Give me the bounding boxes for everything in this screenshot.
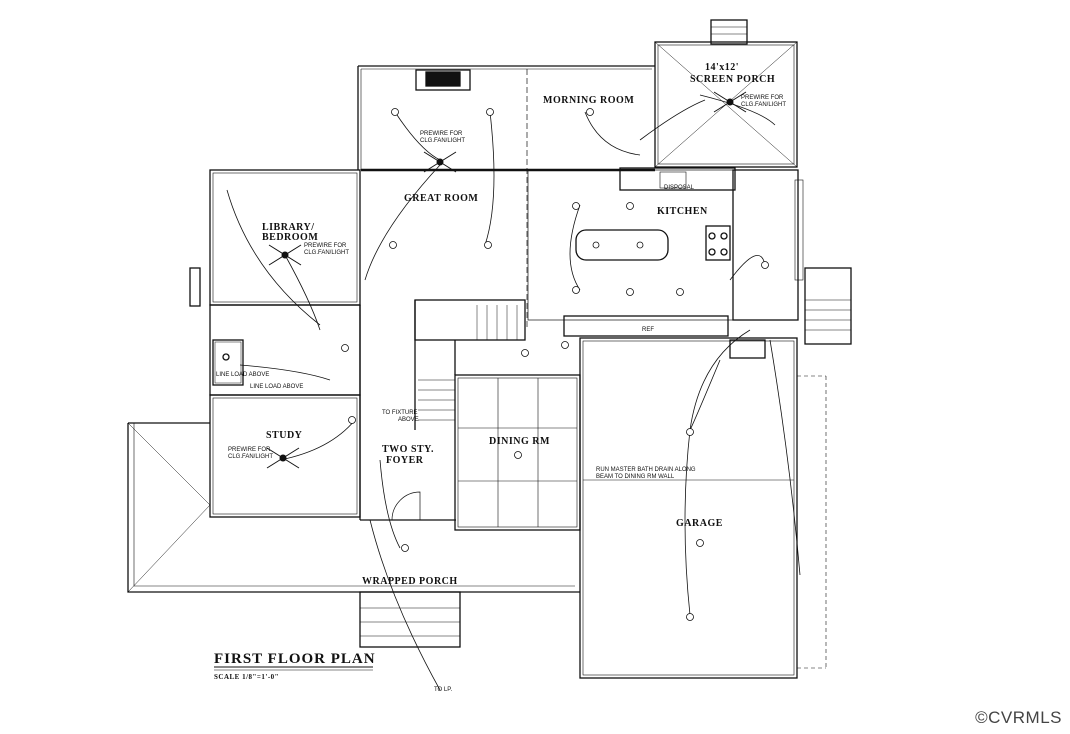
garage-label: GARAGE xyxy=(676,518,723,529)
ref-note: REF xyxy=(642,327,654,333)
dining-room-label: DINING RM xyxy=(489,436,550,447)
screen-porch-walls xyxy=(654,19,798,168)
morning-room-label: MORNING ROOM xyxy=(543,95,635,106)
porch-prewire-note-2: CLG.FAN/LIGHT xyxy=(741,102,787,108)
great-room-label: GREAT ROOM xyxy=(404,193,479,204)
main-house-walls xyxy=(127,65,852,679)
bath-drain-note-2: BEAM TO DINING RM WALL xyxy=(596,474,675,480)
library-prewire-note-2: CLG.FAN/LIGHT xyxy=(304,250,350,256)
porch-prewire-note-1: PREWIRE FOR xyxy=(741,95,784,101)
study-prewire-note-1: PREWIRE FOR xyxy=(228,447,271,453)
light-fixtures xyxy=(341,108,769,621)
study-label: STUDY xyxy=(266,430,303,441)
library-prewire-note-1: PREWIRE FOR xyxy=(304,243,347,249)
foyer-label-line1: TWO STY. xyxy=(382,444,434,455)
great-room-prewire-note-2: CLG.FAN/LIGHT xyxy=(420,138,466,144)
bath-drain-note-1: RUN MASTER BATH DRAIN ALONG xyxy=(596,467,696,473)
line-load-note-2: LINE LOAD ABOVE xyxy=(250,384,304,390)
watermark: ©CVRMLS xyxy=(975,708,1062,727)
screen-porch-size-label: 14'x12' xyxy=(705,62,740,73)
to-lp-note: TO LP. xyxy=(434,687,453,693)
ceiling-fan-icons xyxy=(266,91,747,469)
library-label-line2: BEDROOM xyxy=(262,232,319,243)
screen-porch-label: SCREEN PORCH xyxy=(690,74,776,85)
line-load-note-1: LINE LOAD ABOVE xyxy=(216,372,270,378)
wrapped-porch-label: WRAPPED PORCH xyxy=(362,576,458,587)
foyer-label-line2: FOYER xyxy=(386,455,424,466)
study-prewire-note-2: CLG.FAN/LIGHT xyxy=(228,454,274,460)
disposal-note: DISPOSAL xyxy=(664,185,695,191)
to-fixture-note-1: TO FIXTURE xyxy=(382,410,418,416)
plan-title: FIRST FLOOR PLAN xyxy=(214,651,376,667)
plan-scale: SCALE 1/8"=1'-0" xyxy=(214,673,280,681)
kitchen-label: KITCHEN xyxy=(657,206,708,217)
wiring xyxy=(226,94,801,691)
to-fixture-note-2: ABOVE xyxy=(398,417,419,423)
great-room-prewire-note-1: PREWIRE FOR xyxy=(420,131,463,137)
library-label-line1: LIBRARY/ xyxy=(262,222,315,233)
